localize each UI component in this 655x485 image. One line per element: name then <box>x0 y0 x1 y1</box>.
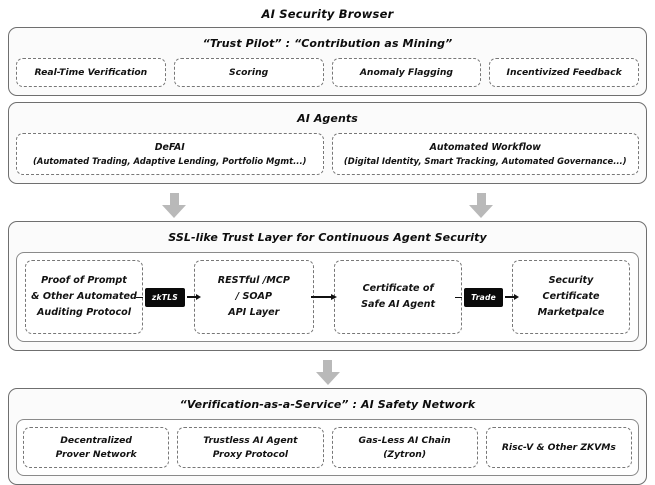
node-line-1: Security <box>548 274 594 286</box>
down-arrow-icon-left <box>162 193 186 219</box>
section-trust-pilot: “Trust Pilot” : “Contribution as Mining”… <box>8 27 647 97</box>
item-line-2: (Zytron) <box>383 448 427 460</box>
node-line-3: Marketpalce <box>537 307 605 319</box>
ai-agents-heading: AI Agents <box>297 112 358 126</box>
node-line-3: API Layer <box>228 307 280 319</box>
item-line-2: Prover Network <box>55 448 137 460</box>
node-line-2: / SOAP <box>235 291 272 302</box>
trust-pilot-item-scoring[interactable]: Scoring <box>173 58 324 88</box>
down-arrow-icon-right <box>469 193 493 219</box>
item-line-2: Proxy Protocol <box>212 448 289 460</box>
item-label: Real-Time Verification <box>34 67 148 78</box>
trust-layer-heading: SSL-like Trust Layer for Continuous Agen… <box>168 231 487 245</box>
ai-agents-items: DeFAI (Automated Trading, Adaptive Lendi… <box>9 133 646 183</box>
trust-pilot-item-incentivized-feedback[interactable]: Incentivized Feedback <box>489 58 639 88</box>
section-verification-as-a-service: “Verification-as-a-Service” : AI Safety … <box>8 388 647 485</box>
node-line-2: & Other Automated <box>31 291 137 302</box>
flow-arrow-trust-layer-to-vaas <box>8 357 647 388</box>
vaas-items: Decentralized Prover Network Trustless A… <box>23 427 632 468</box>
trust-pilot-items: Real-Time Verification Scoring Anomaly F… <box>9 58 646 95</box>
connector-plain <box>310 260 337 334</box>
right-arrow-icon <box>310 292 337 302</box>
right-arrow-icon <box>186 292 201 302</box>
item-label: Scoring <box>229 67 269 78</box>
connector-zktls: zkTLS <box>135 260 201 334</box>
trust-pilot-heading: “Trust Pilot” : “Contribution as Mining” <box>202 37 453 50</box>
diagram-canvas: AI Security Browser “Trust Pilot” : “Con… <box>8 7 647 485</box>
badge-trade[interactable]: Trade <box>464 287 503 307</box>
item-line-1: Gas-Less AI Chain <box>358 435 451 447</box>
item-name: Automated Workflow <box>429 142 541 154</box>
connector-line <box>135 296 143 298</box>
section-ai-agents: AI Agents DeFAI (Automated Trading, Adap… <box>8 102 647 185</box>
flow-node-security-certificate-marketplace[interactable]: Security Certificate Marketpalce <box>512 260 631 335</box>
ai-agents-item-automated-workflow[interactable]: Automated Workflow (Digital Identity, Sm… <box>331 133 639 176</box>
vaas-item-gas-less-ai-chain[interactable]: Gas-Less AI Chain (Zytron) <box>331 427 478 468</box>
connector-trade: Trade <box>455 260 519 334</box>
vaas-items-container: Decentralized Prover Network Trustless A… <box>16 419 639 476</box>
flow-node-proof-of-prompt[interactable]: Proof of Prompt & Other Automated Auditi… <box>25 260 143 335</box>
item-line-1: Trustless AI Agent <box>203 435 298 447</box>
node-line-1: Proof of Prompt <box>41 274 127 286</box>
item-name: DeFAI <box>154 142 185 154</box>
item-line-1: Risc-V & Other ZKVMs <box>501 441 616 453</box>
trust-pilot-item-real-time-verification[interactable]: Real-Time Verification <box>16 58 166 88</box>
flow-node-certificate-of-safe-ai-agent[interactable]: Certificate of Safe AI Agent <box>334 260 463 335</box>
page-title: AI Security Browser <box>261 7 394 21</box>
node-line-3: Auditing Protocol <box>36 307 132 319</box>
trust-layer-flow: Proof of Prompt & Other Automated Auditi… <box>23 260 632 335</box>
connector-line <box>455 296 463 298</box>
item-detail: (Digital Identity, Smart Tracking, Autom… <box>343 155 627 166</box>
section-trust-layer: SSL-like Trust Layer for Continuous Agen… <box>8 221 647 352</box>
vaas-item-trustless-ai-agent-proxy-protocol[interactable]: Trustless AI Agent Proxy Protocol <box>177 427 324 468</box>
item-line-1: Decentralized <box>60 435 132 447</box>
node-line-2: Certificate <box>542 291 600 302</box>
item-label: Incentivized Feedback <box>506 67 622 78</box>
vaas-item-risc-v-other-zkvms[interactable]: Risc-V & Other ZKVMs <box>485 427 632 468</box>
item-label: Anomaly Flagging <box>359 67 453 78</box>
node-line-1: RESTful /MCP <box>217 274 290 286</box>
ai-agents-item-defai[interactable]: DeFAI (Automated Trading, Adaptive Lendi… <box>16 133 324 176</box>
trust-layer-flow-container: Proof of Prompt & Other Automated Auditi… <box>16 252 639 343</box>
node-line-1: Certificate of <box>362 282 434 294</box>
node-line-2: Safe AI Agent <box>361 299 436 311</box>
flow-arrows-agents-to-trust-layer <box>8 190 647 221</box>
badge-zktls[interactable]: zkTLS <box>144 287 185 307</box>
right-arrow-icon <box>504 292 519 302</box>
vaas-item-decentralized-prover-network[interactable]: Decentralized Prover Network <box>23 427 170 468</box>
flow-node-restful-mcp-soap-api-layer[interactable]: RESTful /MCP / SOAP API Layer <box>193 260 314 335</box>
vaas-heading: “Verification-as-a-Service” : AI Safety … <box>179 398 476 412</box>
trust-pilot-item-anomaly-flagging[interactable]: Anomaly Flagging <box>331 58 482 88</box>
down-arrow-icon-center <box>315 360 340 386</box>
item-detail: (Automated Trading, Adaptive Lending, Po… <box>33 155 307 166</box>
